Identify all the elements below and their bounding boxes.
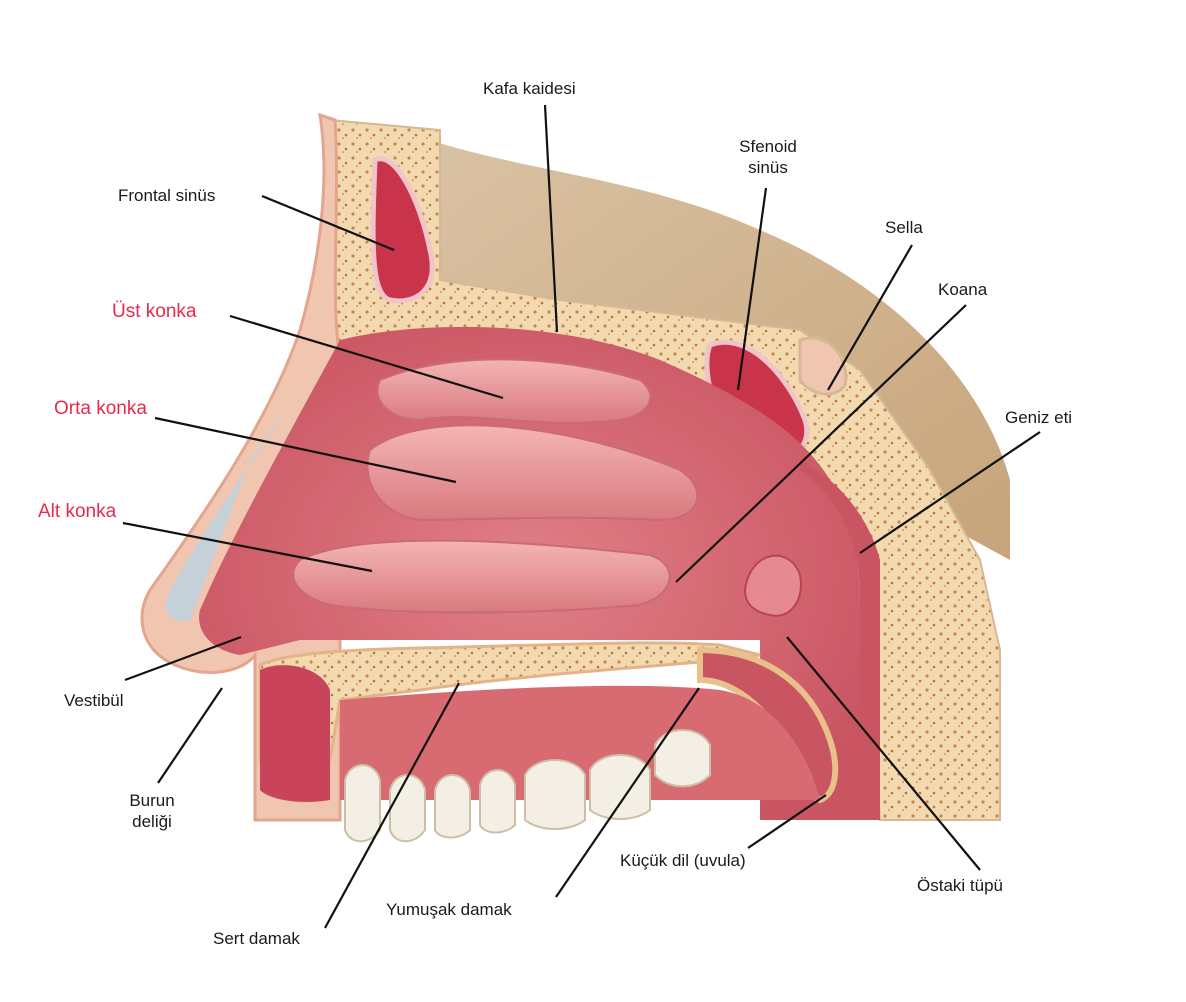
label-alt-konka: Alt konka [38,501,117,522]
label-frontal-sinus: Frontal sinüs [118,186,216,205]
label-burun-line2: deliği [132,812,172,832]
leader-lines [122,104,1041,929]
label-yumusak-damak: Yumuşak damak [386,900,512,919]
middle-concha [366,424,699,522]
label-burun-deligi: Burun deliği [112,790,192,833]
superior-concha [376,358,652,424]
label-ust-konka: Üst konka [112,301,197,322]
nose-skin [140,112,342,822]
hard-palate [258,641,761,762]
label-ostaki-tupu: Östaki tüpü [917,876,1003,895]
label-kucuk-dil: Küçük dil (uvula) [620,851,746,870]
pharynx-wall [800,460,880,820]
label-koana: Koana [938,280,988,299]
label-burun-line1: Burun [129,791,175,810]
label-sfenoid-line1: Sfenoid [739,137,797,156]
label-vestibul: Vestibül [64,691,124,710]
label-sella: Sella [885,218,923,237]
label-sfenoid-line2: sinüs [748,158,788,178]
inferior-concha [292,539,671,614]
nasal-cartilage [166,390,300,621]
eustachian-opening [743,554,802,617]
frontal-sinus-shape [370,156,435,304]
brain-region [430,140,1010,560]
upper-lip [260,665,330,802]
label-sert-damak: Sert damak [213,929,300,948]
label-kafa-kaidesi: Kafa kaidesi [483,79,576,98]
label-geniz-eti: Geniz eti [1005,408,1073,427]
label-orta-konka: Orta konka [54,398,147,419]
label-sfenoid-sinus: Sfenoid sinüs [728,136,808,179]
